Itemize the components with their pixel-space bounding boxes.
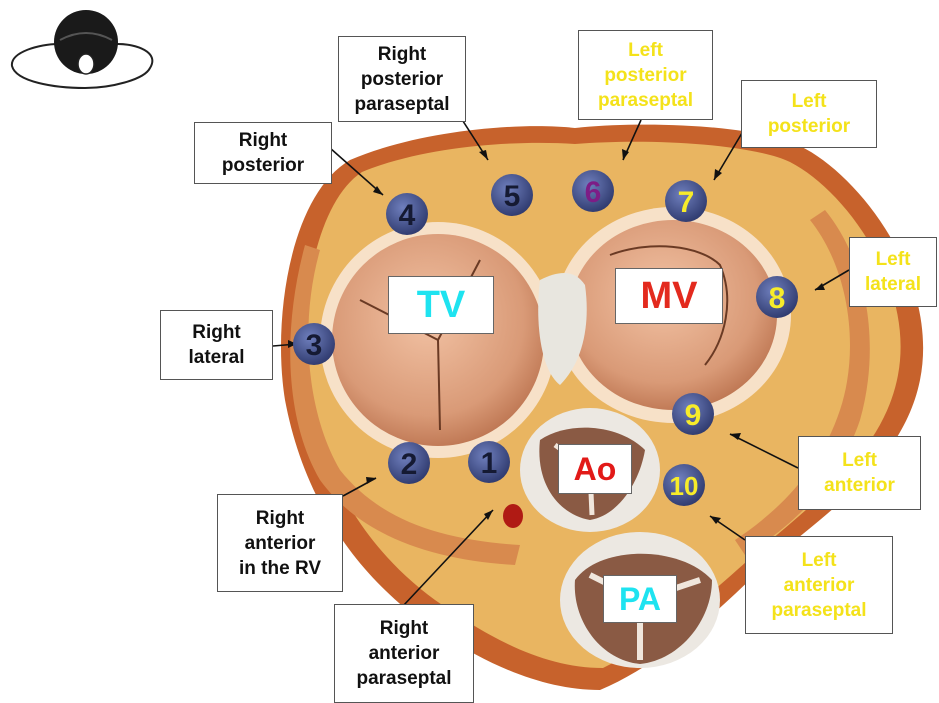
mv-label: MV bbox=[615, 268, 723, 324]
label-right-anterior-in-the-rv: Right anterior in the RV bbox=[217, 494, 343, 592]
label-text: Right anterior in the RV bbox=[239, 506, 321, 581]
marker-1: 1 bbox=[468, 441, 510, 483]
label-left-anterior-paraseptal: Left anterior paraseptal bbox=[745, 536, 893, 634]
marker-number: 9 bbox=[685, 399, 702, 432]
marker-5: 5 bbox=[491, 174, 533, 216]
tv-label: TV bbox=[388, 276, 494, 334]
pa-label-text: PA bbox=[619, 581, 661, 618]
label-text: Left anterior paraseptal bbox=[771, 548, 866, 623]
marker-9: 9 bbox=[672, 393, 714, 435]
marker-7: 7 bbox=[665, 180, 707, 222]
marker-10: 10 bbox=[663, 464, 705, 506]
label-left-posterior-paraseptal: Left posterior paraseptal bbox=[578, 30, 713, 120]
label-right-posterior: Right posterior bbox=[194, 122, 332, 184]
tricuspid-valve bbox=[320, 222, 556, 458]
label-text: Right posterior paraseptal bbox=[354, 42, 449, 117]
marker-2: 2 bbox=[388, 442, 430, 484]
marker-number: 1 bbox=[481, 447, 498, 480]
marker-number: 2 bbox=[401, 448, 418, 481]
label-right-posterior-paraseptal: Right posterior paraseptal bbox=[338, 36, 466, 122]
label-text: Right anterior paraseptal bbox=[356, 616, 451, 691]
marker-number: 3 bbox=[306, 329, 323, 362]
marker-number: 10 bbox=[670, 471, 699, 501]
label-text: Left lateral bbox=[865, 247, 921, 297]
label-right-anterior-paraseptal: Right anterior paraseptal bbox=[334, 604, 474, 703]
label-text: Left posterior paraseptal bbox=[598, 38, 693, 113]
marker-number: 8 bbox=[769, 282, 786, 315]
marker-number: 4 bbox=[399, 199, 416, 232]
marker-8: 8 bbox=[756, 276, 798, 318]
ao-label-text: Ao bbox=[574, 451, 617, 488]
mv-label-text: MV bbox=[641, 275, 698, 318]
pa-label: PA bbox=[603, 575, 677, 623]
label-text: Right posterior bbox=[222, 128, 304, 178]
label-right-lateral: Right lateral bbox=[160, 310, 273, 380]
tv-label-text: TV bbox=[417, 284, 466, 327]
marker-3: 3 bbox=[293, 323, 335, 365]
label-left-posterior: Left posterior bbox=[741, 80, 877, 148]
marker-4: 4 bbox=[386, 193, 428, 235]
label-left-lateral: Left lateral bbox=[849, 237, 937, 307]
marker-number: 6 bbox=[585, 176, 602, 209]
marker-6: 6 bbox=[572, 170, 614, 212]
head-viewed-from-above-icon bbox=[12, 10, 152, 88]
coronary-artery-icon bbox=[503, 504, 523, 528]
label-text: Right lateral bbox=[189, 320, 245, 370]
marker-number: 5 bbox=[504, 180, 521, 213]
label-text: Left anterior bbox=[824, 448, 895, 498]
ao-label: Ao bbox=[558, 444, 632, 494]
marker-number: 7 bbox=[678, 186, 695, 219]
label-left-anterior: Left anterior bbox=[798, 436, 921, 510]
label-text: Left posterior bbox=[768, 89, 850, 139]
